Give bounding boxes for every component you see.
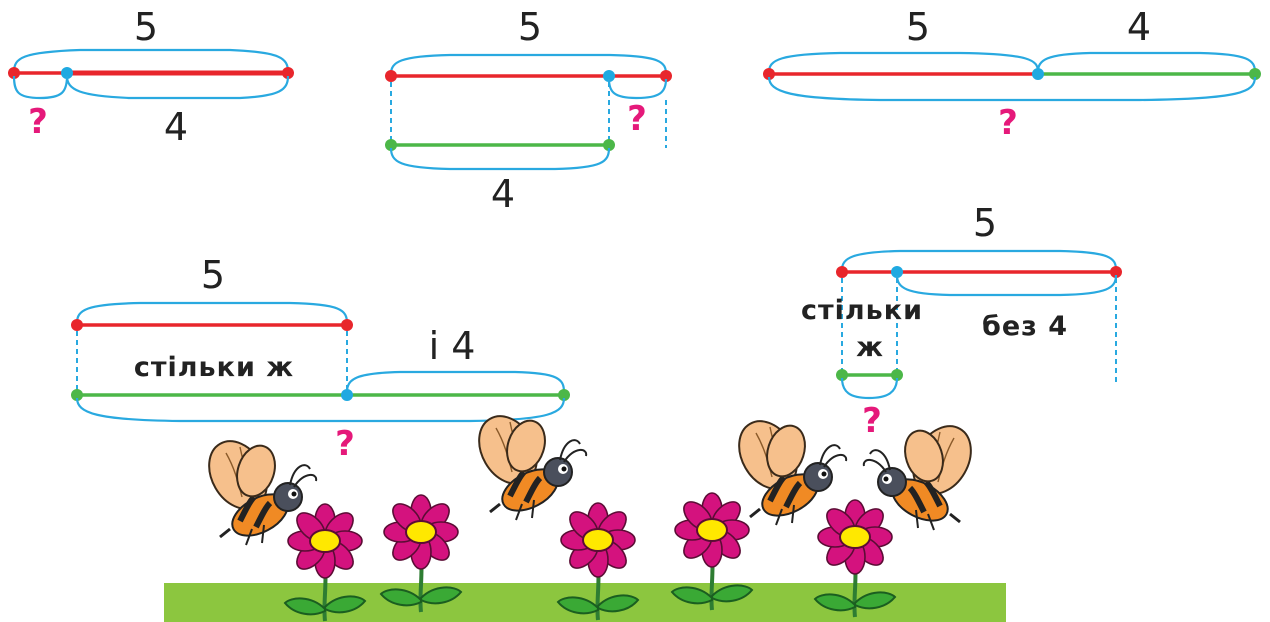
point [8,67,20,79]
point [891,266,903,278]
point [341,389,353,401]
label-same: стільки ж [134,352,294,383]
point [341,319,353,331]
point [660,70,672,82]
brace-small [12,75,69,100]
brace-extra [345,370,566,393]
question-mark: ? [335,424,355,464]
diagram-1: 5 ? 4 [8,5,294,149]
flower [670,491,754,612]
point [71,389,83,401]
point [385,139,397,151]
label-top: 5 [201,253,225,297]
point [282,67,294,79]
question-mark: ? [998,103,1018,143]
point [61,67,73,79]
point [558,389,570,401]
flower [813,498,897,619]
flower [379,493,463,614]
diagram-2: 5 ? 4 [385,5,672,216]
label-bottom: 4 [491,172,515,216]
brace-top [389,53,668,75]
question-mark: ? [28,102,48,142]
point [763,68,775,80]
question-mark: ? [627,99,647,139]
brace-top-right [1036,51,1257,73]
brace-top [840,249,1118,271]
label-top: 5 [973,201,997,245]
label-same-line2: ж [856,332,884,363]
point [836,266,848,278]
brace-bottom [65,75,290,100]
bee [727,411,846,525]
point [1110,266,1122,278]
label-bottom: 4 [164,105,188,149]
point [891,369,903,381]
brace-top-left [767,51,1040,73]
point [836,369,848,381]
point [603,139,615,151]
bee [467,406,586,520]
point [385,70,397,82]
label-top: 5 [134,5,158,49]
brace-bottom [75,397,566,423]
point [1032,68,1044,80]
brace-top [12,48,290,73]
label-right: 4 [1127,5,1151,49]
label-without: без 4 [982,311,1068,342]
diagram-3: 5 4 ? [763,5,1261,143]
flower [283,502,367,622]
label-same-line1: стільки [801,295,923,326]
question-mark: ? [862,401,882,441]
brace-bottom [840,377,899,400]
brace-bottom [767,76,1257,102]
point [1249,68,1261,80]
brace-small [607,78,668,100]
label-top: 5 [518,5,542,49]
label-left: 5 [906,5,930,49]
point [603,70,615,82]
point [71,319,83,331]
diagram-5: 5 стільки ж без 4 ? [801,201,1122,441]
diagram-4: 5 стільки ж і 4 ? [71,253,570,464]
flower [556,501,640,622]
label-extra: і 4 [429,324,476,368]
brace-without [895,274,1118,297]
brace-bottom [389,147,611,171]
brace-top [75,301,349,324]
